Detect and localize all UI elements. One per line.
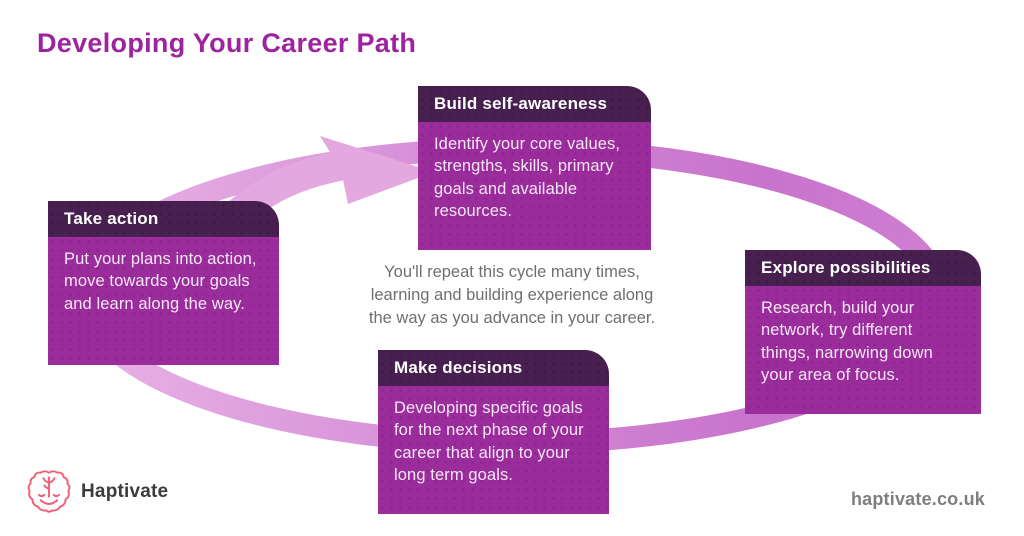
card-title: Build self-awareness (418, 86, 651, 122)
card-title: Make decisions (378, 350, 609, 386)
cycle-arrowhead-icon (320, 136, 434, 204)
brain-icon (27, 470, 71, 513)
card-take-action: Take action Put your plans into action, … (48, 201, 279, 365)
center-note-line: the way as you advance in your career. (368, 308, 656, 327)
card-body-text: Identify your core values, strengths, sk… (418, 122, 651, 250)
card-body-text: Developing specific goals for the next p… (378, 386, 609, 514)
card-build-self-awareness: Build self-awareness Identify your core … (418, 86, 651, 250)
card-explore-possibilities: Explore possibilities Research, build yo… (745, 250, 981, 414)
center-note: You'll repeat this cycle many times, lea… (320, 261, 704, 329)
page-title: Developing Your Career Path (37, 28, 417, 58)
card-title: Explore possibilities (745, 250, 981, 286)
brand-name: Haptivate (81, 481, 169, 502)
brand-logo: Haptivate (26, 468, 168, 516)
card-title: Take action (48, 201, 279, 237)
website-url: haptivate.co.uk (850, 489, 985, 509)
card-body-text: Research, build your network, try differ… (745, 286, 981, 414)
card-body-text: Put your plans into action, move towards… (48, 237, 279, 365)
center-note-line: You'll repeat this cycle many times, (384, 263, 640, 281)
card-make-decisions: Make decisions Developing specific goals… (378, 350, 609, 514)
center-note-line: learning and building experience along (370, 285, 654, 304)
